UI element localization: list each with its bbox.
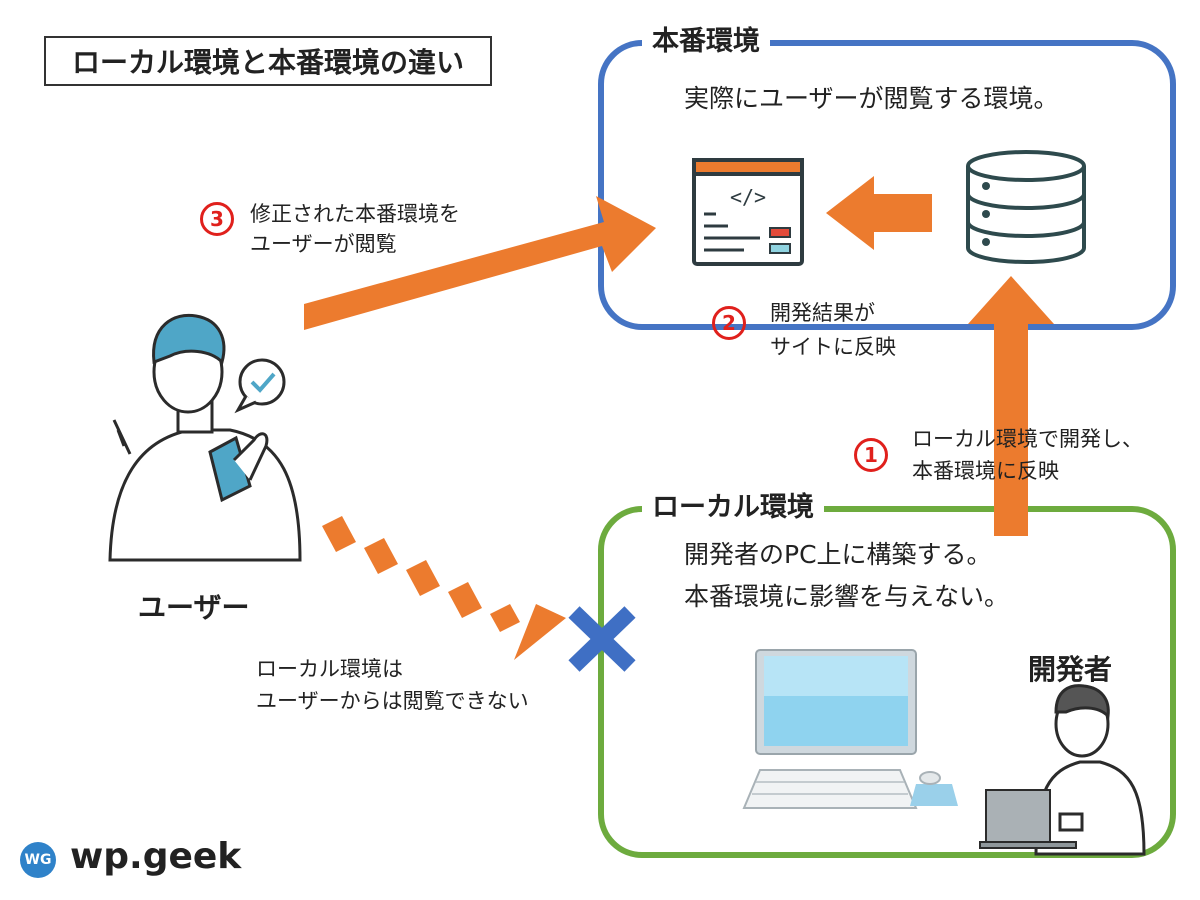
developer-illustration [1034, 684, 1146, 856]
computer-icon [755, 649, 917, 755]
reflect-arrow [826, 176, 932, 250]
logo-badge-text: WG [24, 852, 52, 868]
view-arrow [304, 196, 656, 330]
code-window-icon: </> [692, 158, 804, 266]
local-environment-label: ローカル環境 [642, 494, 824, 521]
step2-text-line1: 開発結果が [770, 301, 875, 325]
check-bubble-icon [234, 358, 286, 414]
step1-text-line1: ローカル環境で開発し、 [912, 427, 1143, 451]
production-description: 実際にユーザーが閲覧する環境。 [684, 84, 1059, 113]
logo-text: wp.geek [70, 836, 242, 877]
keyboard-icon [742, 769, 918, 809]
local-environment-box [598, 506, 1176, 858]
step-number-3: 3 [200, 202, 234, 236]
blocked-note-line1: ローカル環境は [256, 657, 403, 681]
cross-mark-icon [568, 606, 636, 672]
blocked-note-line2: ユーザーからは閲覧できない [256, 689, 529, 713]
laptop-icon [979, 789, 1077, 849]
deploy-arrow [968, 276, 1054, 536]
step-number-2: 2 [712, 306, 746, 340]
step3-text-line1: 修正された本番環境を [250, 202, 460, 226]
mouse-icon [910, 771, 958, 806]
user-label: ユーザー [138, 591, 250, 624]
local-description-line2: 本番環境に影響を与えない。 [684, 582, 1010, 611]
step-number-1: 1 [854, 438, 888, 472]
logo-badge-icon [20, 842, 56, 878]
blocked-dashed-arrow [322, 516, 566, 660]
step1-text-line2: 本番環境に反映 [912, 459, 1059, 483]
svg-text:</>: </> [730, 185, 766, 209]
production-environment-label: 本番環境 [642, 28, 770, 55]
local-description-line1: 開発者のPC上に構築する。 [684, 540, 992, 569]
step3-text-line2: ユーザーが閲覧 [250, 232, 397, 256]
diagram-title: ローカル環境と本番環境の違い [44, 36, 492, 86]
developer-label: 開発者 [1028, 653, 1113, 686]
user-illustration [108, 313, 302, 562]
step2-text-line2: サイトに反映 [770, 335, 896, 359]
database-icon [966, 150, 1086, 264]
production-environment-box [598, 40, 1176, 330]
